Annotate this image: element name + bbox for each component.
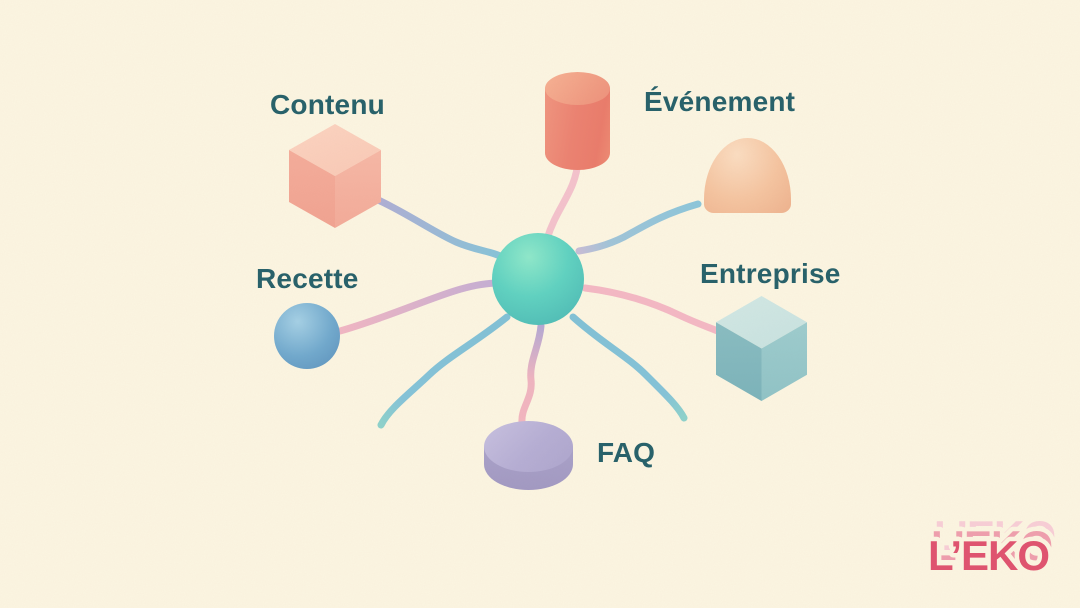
disc-top	[484, 421, 573, 472]
cylinder-top-cap	[545, 72, 610, 105]
leko-logo: L’EKO L’EKO L’EKO	[924, 508, 1061, 584]
entreprise-cube[interactable]	[716, 296, 807, 401]
node-label-faq: FAQ	[597, 437, 656, 468]
connector-free-right-line	[569, 313, 688, 422]
node-label-contenu: Contenu	[270, 89, 385, 120]
contenu-cube[interactable]	[289, 124, 381, 228]
node-label-evenement: Événement	[644, 86, 796, 117]
recette-sphere[interactable]	[274, 303, 340, 369]
node-label-recette: Recette	[256, 263, 359, 294]
logo-text-main: L’EKO	[928, 532, 1049, 579]
evenement-cylinder[interactable]	[545, 72, 610, 170]
node-label-entreprise: Entreprise	[700, 258, 841, 289]
connector-faq-line	[518, 322, 545, 426]
connector-recette-line	[336, 279, 503, 335]
connector-entreprise-line	[581, 284, 724, 336]
connector-evenement-cylinder-line	[543, 156, 582, 243]
central-hub-sphere[interactable]	[492, 233, 584, 325]
connector-free-left-line	[377, 313, 511, 429]
faq-disc[interactable]	[484, 421, 573, 490]
connector-evenement-dome-line	[575, 200, 702, 255]
